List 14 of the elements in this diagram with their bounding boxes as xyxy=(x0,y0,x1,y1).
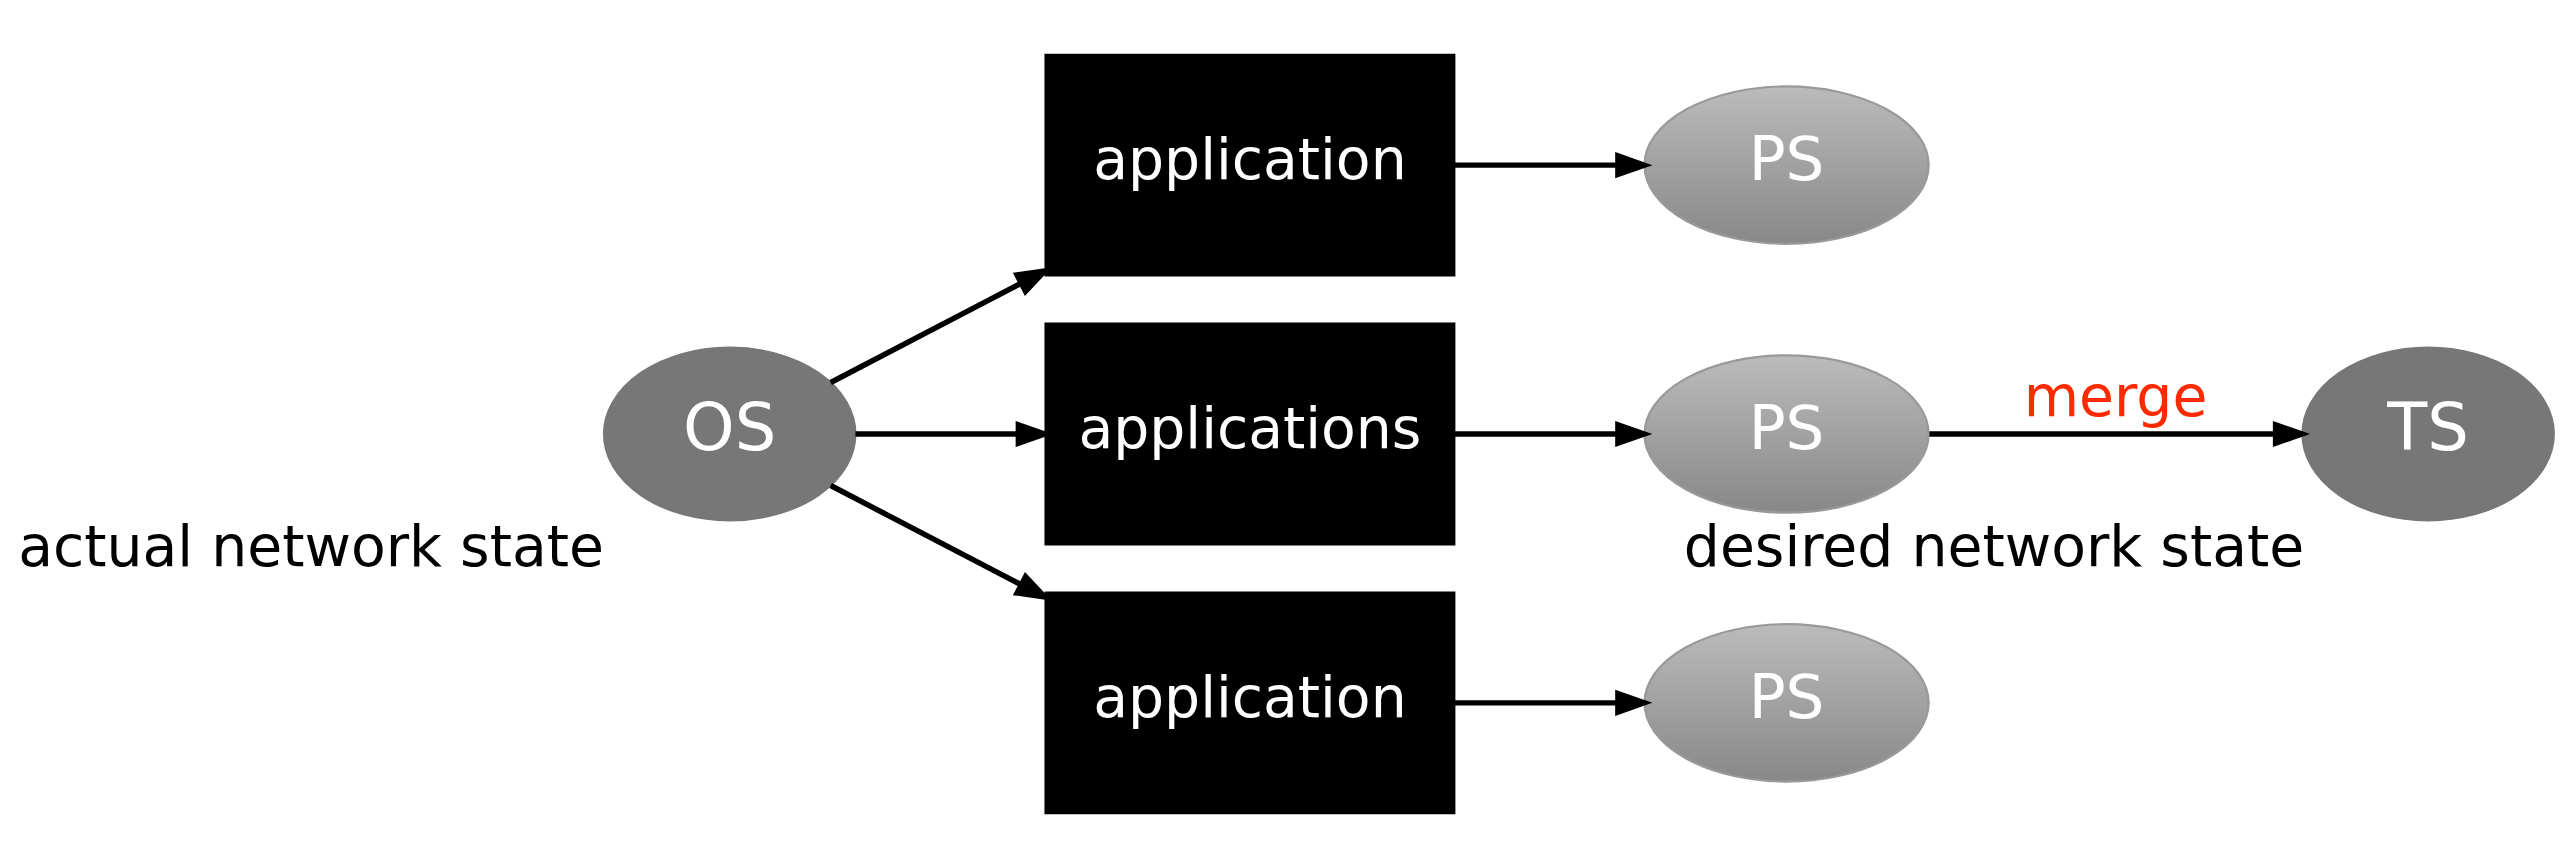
node-ellipse: PS xyxy=(1643,353,1930,514)
node-ellipse: OS xyxy=(602,346,857,521)
node-ellipse: TS xyxy=(2301,346,2555,521)
edge-label: merge xyxy=(2023,362,2208,429)
arrow xyxy=(1454,420,1653,447)
arrow xyxy=(1454,689,1653,716)
node-ellipse: PS xyxy=(1643,84,1930,245)
node-label: actual network state xyxy=(18,512,605,579)
node-ellipse: PS xyxy=(1643,622,1930,783)
arrow xyxy=(1454,151,1653,178)
node-box: applications xyxy=(1044,322,1456,545)
node-box: application xyxy=(1044,53,1456,277)
arrow xyxy=(1929,420,2311,447)
node-box: application xyxy=(1044,590,1456,814)
